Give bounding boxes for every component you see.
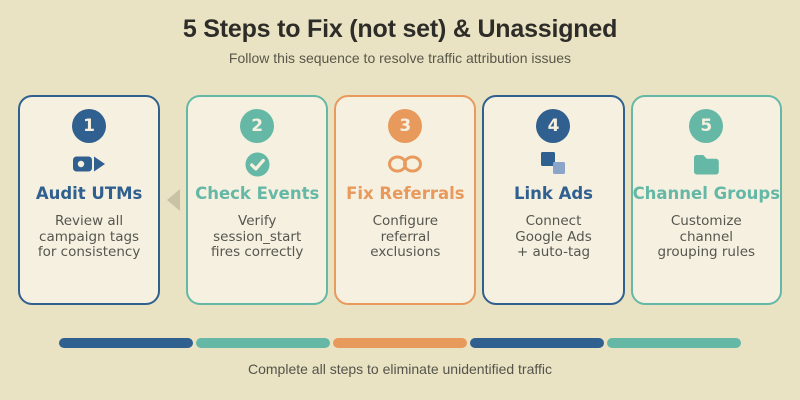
progress-segment-4 [470,338,604,348]
progress-segment-2 [196,338,330,348]
step-number-badge: 4 [536,109,571,143]
step-card-check-events: 2 Check Events Verify session_start fire… [186,95,329,305]
step-description: Verify session_start fires correctly [211,213,304,260]
check-circle-icon [245,151,270,177]
step-description: Customize channel grouping rules [657,213,756,260]
tag-icon [71,151,107,177]
step-title: Check Events [195,184,320,203]
progress-segment-1 [59,338,193,348]
step-number-badge: 5 [689,109,724,143]
step-title: Channel Groups [632,184,781,203]
step-number-badge: 1 [72,109,107,143]
step-description: Connect Google Ads + auto-tag [515,213,592,260]
step-card-channel-groups: 5 Channel Groups Customize channel group… [630,95,783,305]
step-number-badge: 2 [240,109,275,143]
overlapping-squares-icon [539,151,567,177]
footer-caption: Complete all steps to eliminate unidenti… [247,361,552,377]
step-description: Review all campaign tags for consistency [37,213,141,260]
step-title: Link Ads [513,184,594,203]
page-title: 5 Steps to Fix (not set) & Unassigned [182,15,618,43]
link-rings-icon [388,151,423,177]
page-subtitle: Follow this sequence to resolve traffic … [228,50,572,66]
step-title: Fix Referrals [346,184,465,203]
step-title: Audit UTMs [35,184,143,203]
folder-icon [691,151,721,177]
progress-segment-5 [607,338,741,348]
progress-segment-3 [333,338,467,348]
step-connector [166,95,180,305]
step-description: Configure referral exclusions [370,213,441,260]
steps-row: 1 Audit UTMs Review all campaign tags fo… [0,95,800,305]
progress-bar [59,338,741,348]
step-card-link-ads: 4 Link Ads Connect Google Ads + auto-tag [482,95,625,305]
arrow-left-icon [166,189,180,211]
step-number-badge: 3 [388,109,423,143]
step-card-audit-utms: 1 Audit UTMs Review all campaign tags fo… [18,95,161,305]
step-card-fix-referrals: 3 Fix Referrals Configure referral exclu… [334,95,477,305]
